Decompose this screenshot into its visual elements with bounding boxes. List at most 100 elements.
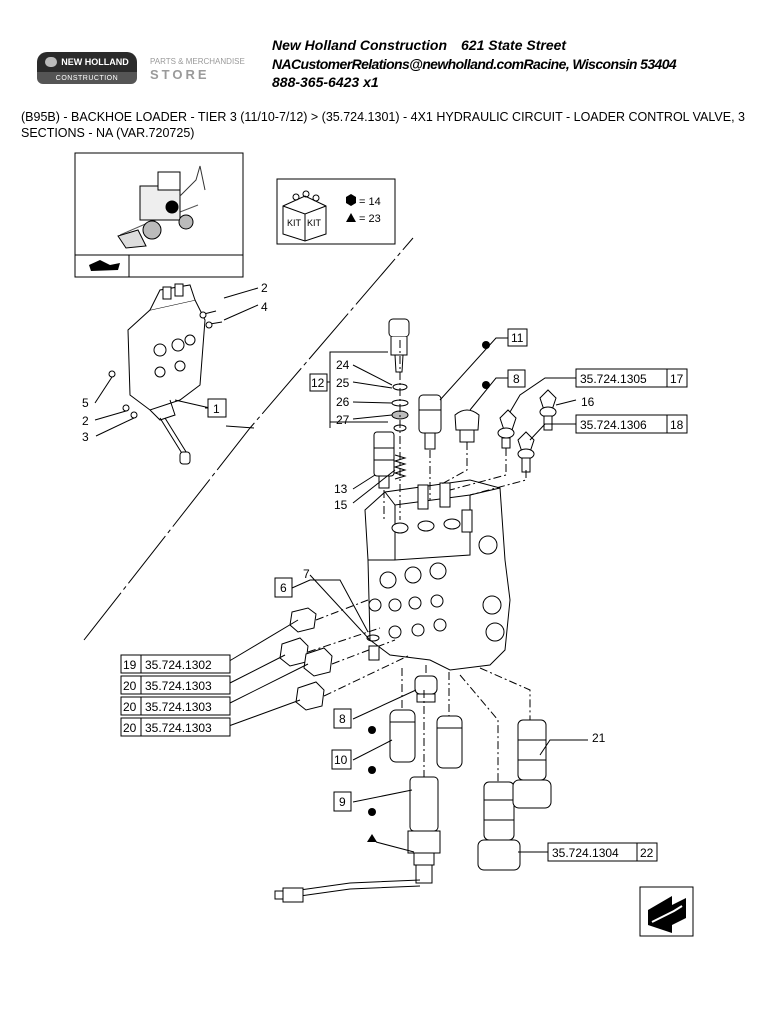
ref-item: 17	[670, 372, 684, 386]
leaf-icon	[45, 57, 58, 67]
main-control-valve[interactable]	[364, 479, 511, 671]
callout-25: 25	[336, 376, 350, 390]
callout-8-bottom[interactable]: 8	[333, 708, 352, 729]
svg-text:9: 9	[339, 795, 346, 809]
kit-circle-count: = 14	[359, 196, 381, 208]
circle-marker-icon	[368, 726, 376, 734]
ref-1304-22[interactable]: 35.724.1304 22	[547, 842, 658, 862]
ref-code: 35.724.1303	[145, 700, 212, 714]
triangle-marker-icon	[346, 213, 356, 222]
svg-text:1: 1	[213, 402, 220, 416]
logo-text: NEW HOLLAND	[61, 57, 129, 67]
callout-5: 5	[82, 396, 89, 410]
callout-9[interactable]: 9	[333, 791, 352, 812]
circle-marker-icon	[482, 341, 490, 349]
next-page-arrow-icon[interactable]	[639, 886, 694, 937]
screw-2	[199, 310, 217, 319]
callout-4: 4	[261, 300, 268, 314]
callout-12[interactable]: 12	[309, 373, 328, 392]
solenoid-21[interactable]	[512, 719, 552, 809]
solenoid-9[interactable]	[274, 776, 441, 903]
callout-10[interactable]: 10	[331, 749, 352, 770]
plug-8-top[interactable]	[454, 409, 480, 443]
ref-code: 35.724.1305	[580, 372, 647, 386]
ref-code: 35.724.1304	[552, 846, 619, 860]
callout-15: 15	[334, 498, 348, 512]
guide-line-tick	[225, 425, 255, 429]
callout-11[interactable]: 11	[507, 328, 528, 347]
cartridge-10[interactable]	[389, 709, 416, 763]
return-arrow-icon[interactable]	[89, 260, 120, 271]
loader-sketch-icon	[117, 165, 206, 249]
callout-13: 13	[334, 482, 348, 496]
relief-cartridge-24[interactable]	[388, 318, 410, 373]
ref-20-1303b[interactable]: 20 35.724.1303	[120, 696, 231, 716]
callout-2b: 2	[82, 414, 89, 428]
ref-item: 19	[123, 658, 137, 672]
ref-20-1303a[interactable]: 20 35.724.1303	[120, 675, 231, 695]
svg-text:10: 10	[334, 753, 348, 767]
hexagon-marker-icon	[346, 194, 356, 206]
ref-1306-18[interactable]: 35.724.1306 18	[575, 414, 688, 434]
ref-item: 20	[123, 700, 137, 714]
callout-7: 7	[303, 567, 310, 581]
circle-marker-icon	[482, 381, 490, 389]
svg-text:12: 12	[311, 376, 325, 390]
store-line2: STORE	[150, 67, 210, 82]
ref-20-1303c[interactable]: 20 35.724.1303	[120, 717, 231, 737]
svg-text:11: 11	[511, 331, 524, 345]
leader-lines	[205, 337, 588, 853]
guide-line	[83, 237, 414, 641]
sensor-16[interactable]	[539, 389, 557, 431]
callout-6[interactable]: 6	[274, 577, 293, 598]
circle-marker-icon	[368, 766, 376, 774]
ref-code: 35.724.1303	[145, 721, 212, 735]
callout-2: 2	[261, 281, 268, 295]
plug-20c[interactable]	[295, 681, 325, 711]
cartridge-9a[interactable]	[436, 715, 463, 769]
screw-5	[108, 370, 116, 378]
callout-16: 16	[581, 395, 595, 409]
assembly-lines-lower	[401, 665, 531, 782]
plug-20b[interactable]	[303, 647, 333, 677]
plug-11[interactable]	[418, 394, 442, 450]
screw-3	[130, 411, 138, 419]
callout-1[interactable]: 1	[207, 398, 227, 418]
solenoid-22[interactable]	[477, 781, 521, 871]
dealer-name: New Holland Construction	[272, 37, 447, 53]
dealer-email-city[interactable]: NACustomerRelations@newholland.comRacine…	[272, 55, 677, 72]
logo-subtitle: CONSTRUCTION	[37, 72, 137, 84]
callout-26: 26	[336, 395, 350, 409]
assembly-lines-upper	[383, 340, 527, 520]
loader-thumbnail[interactable]	[74, 152, 244, 278]
ref-code: 35.724.1306	[580, 418, 647, 432]
kit-box: KIT KIT = 14 = 23	[276, 178, 396, 245]
ref-code: 35.724.1303	[145, 679, 212, 693]
valve-cartridge-13[interactable]	[373, 431, 395, 489]
store-logo: PARTS & MERCHANDISE STORE	[150, 57, 260, 82]
sensor-18[interactable]	[517, 431, 535, 473]
plug-19[interactable]	[289, 607, 317, 633]
sensor-17[interactable]	[497, 409, 517, 449]
plug-8-bottom[interactable]	[414, 675, 438, 703]
spring-15	[393, 454, 407, 480]
ref-1305-17[interactable]: 35.724.1305 17	[575, 368, 688, 388]
ref-item: 22	[640, 846, 654, 860]
callout-3: 3	[82, 430, 89, 444]
dealer-phone[interactable]: 888-365-6423 x1	[272, 74, 379, 90]
ref-19-1302[interactable]: 19 35.724.1302	[120, 654, 231, 674]
valve-assembly-small[interactable]	[127, 283, 211, 465]
store-line1: PARTS & MERCHANDISE	[150, 57, 245, 66]
ref-code: 35.724.1302	[145, 658, 212, 672]
plug-20a[interactable]	[279, 637, 309, 667]
ref-item: 20	[123, 679, 137, 693]
new-holland-logo: NEW HOLLAND CONSTRUCTION	[37, 52, 137, 88]
plain-callouts: 2 4 5 2 3 24 25 26 27 13 15 16 7 21	[82, 281, 606, 745]
kit-box-icon: KIT KIT	[282, 190, 327, 242]
callout-27: 27	[336, 413, 350, 427]
svg-text:8: 8	[513, 372, 520, 386]
callout-8-top[interactable]: 8	[507, 369, 526, 388]
ref-item: 18	[670, 418, 684, 432]
circle-marker-icon	[368, 808, 376, 816]
